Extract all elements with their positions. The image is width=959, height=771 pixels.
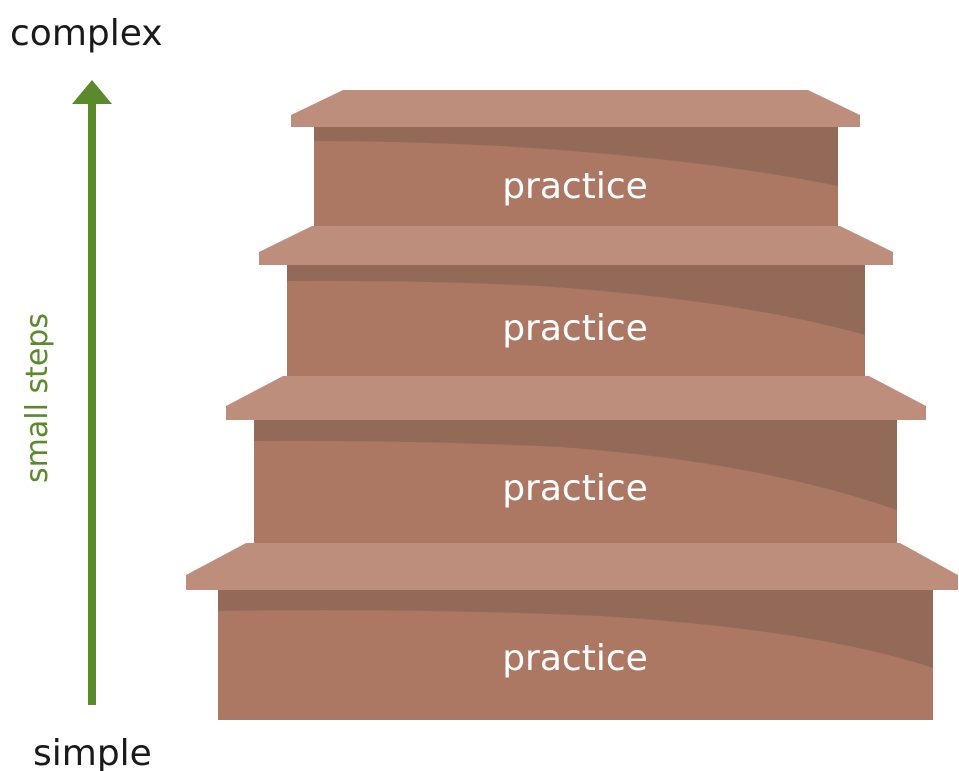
- riser-shadow: [254, 419, 897, 510]
- step-label: practice: [502, 308, 648, 349]
- stair-tread: [259, 226, 893, 265]
- stair-step-2: practice: [259, 226, 893, 376]
- small-steps-label: small steps: [20, 313, 55, 483]
- riser-shadow: [287, 264, 865, 335]
- stair-step-3: practice: [226, 376, 926, 543]
- step-label: practice: [502, 638, 648, 679]
- staircase: practice practice practice practice: [186, 90, 958, 720]
- step-label: practice: [502, 468, 648, 509]
- step-label: practice: [502, 166, 648, 207]
- stair-step-4: practice: [186, 543, 958, 720]
- stair-tread: [226, 376, 926, 420]
- arrow-head-icon: [72, 80, 112, 104]
- stair-tread: [291, 90, 860, 127]
- riser-shadow: [314, 126, 838, 186]
- stair-tread: [186, 543, 958, 590]
- stair-step-1: practice: [291, 90, 860, 226]
- simple-label: simple: [33, 733, 152, 771]
- riser-shadow: [218, 589, 933, 668]
- complex-label: complex: [10, 13, 163, 54]
- progress-arrow: [72, 80, 112, 705]
